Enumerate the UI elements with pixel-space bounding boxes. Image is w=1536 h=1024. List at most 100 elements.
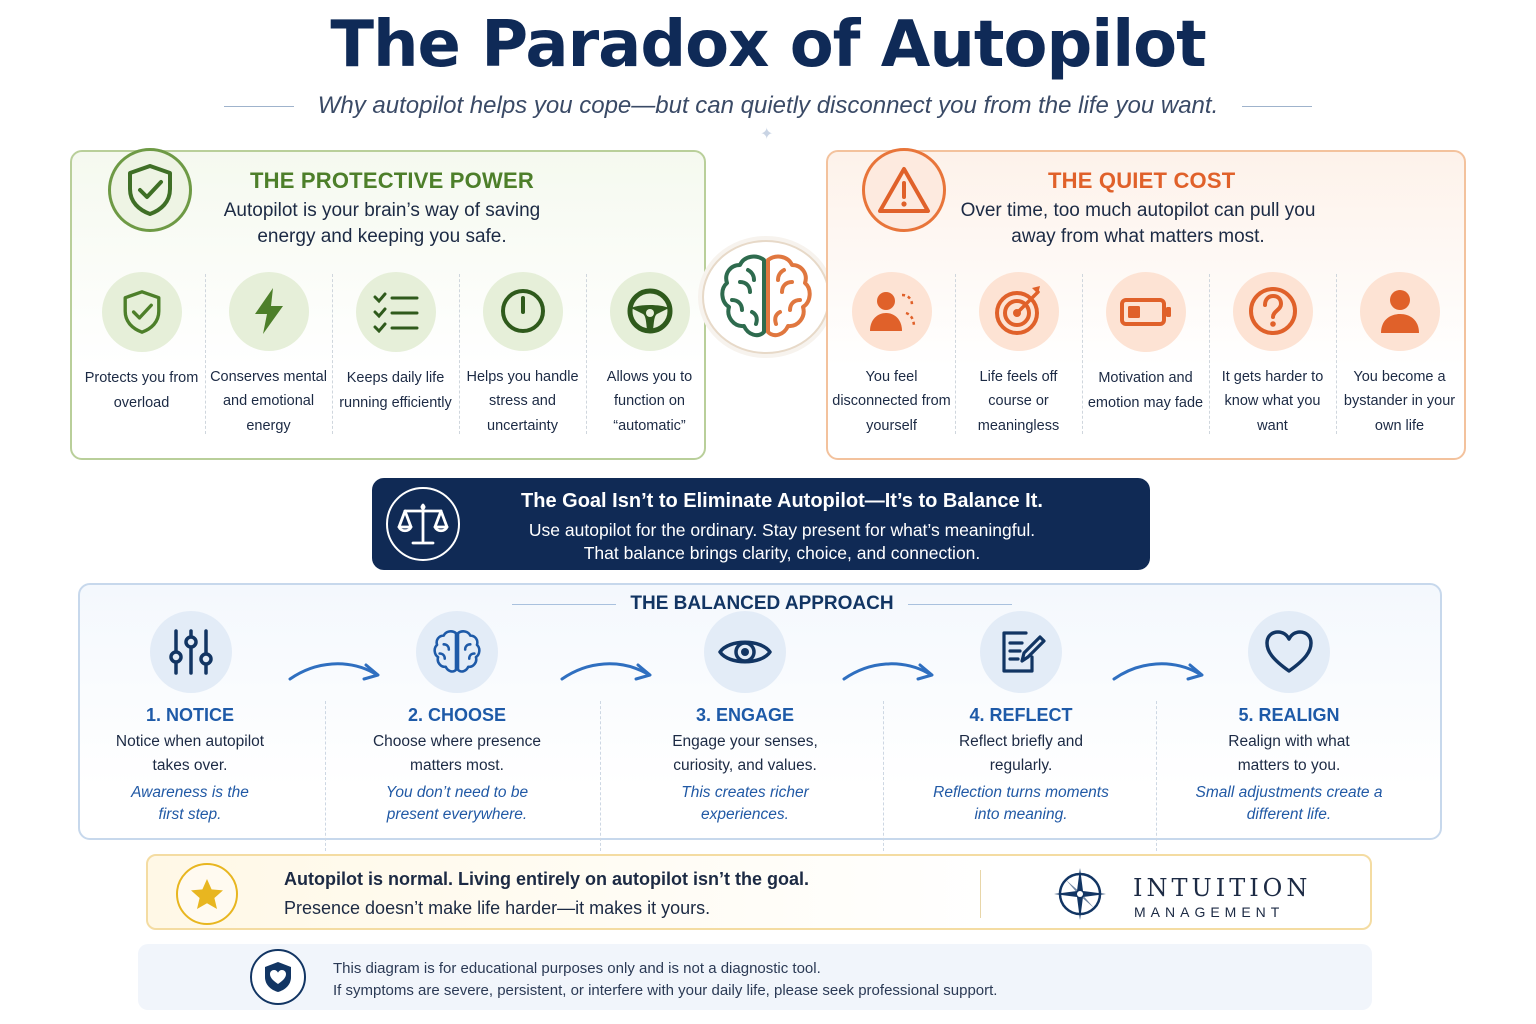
key-message-line-1: Autopilot is normal. Living entirely on … [284, 869, 810, 889]
cost-item: Life feels off course or meaningless [955, 272, 1082, 438]
lightning-icon [228, 272, 309, 351]
step-note: You don’t need to be present everywhere. [385, 784, 529, 823]
step-note: Awareness is the first step. [131, 784, 249, 823]
sparkle-icon: ✦ [760, 126, 774, 143]
disconnected-person-icon [851, 272, 932, 351]
quiet-cost-panel: THE QUIET COST Over time, too much autop… [826, 148, 1466, 460]
cost-items: You feel disconnected from yourself Life… [828, 272, 1463, 438]
item-label: Motivation and emotion may fade [1087, 370, 1204, 411]
arrow-right-icon [288, 662, 380, 681]
item-label: Keeps daily life running efficiently [339, 370, 452, 411]
sliders-icon [150, 611, 232, 693]
step-title: 5. REALIGN [1238, 705, 1340, 725]
protective-item: Conserves mental and emotional energy [205, 272, 332, 438]
cost-item: It gets harder to know what you want [1209, 272, 1336, 438]
steering-wheel-icon [609, 272, 690, 351]
item-label: Helps you handle stress and uncertainty [466, 368, 579, 434]
balanced-approach-panel: THE BALANCED APPROACH 1. NOTICE Notice w… [78, 583, 1444, 851]
checklist-icon [355, 272, 436, 352]
disclaimer-line-1: This diagram is for educational purposes… [333, 960, 821, 977]
item-label: Life feels off course or meaningless [977, 368, 1060, 434]
compass-logo-icon [1054, 868, 1106, 920]
goal-line-1: Use autopilot for the ordinary. Stay pre… [528, 520, 1036, 540]
step-divider [325, 701, 326, 851]
approach-rule-right [907, 603, 1012, 605]
item-label: Conserves mental and emotional energy [210, 368, 327, 434]
protective-item: Protects you from overload [78, 272, 205, 438]
brand-divider [980, 870, 981, 918]
page-subtitle: Why autopilot helps you cope—but can qui… [317, 92, 1219, 119]
brain-icon [416, 611, 498, 693]
step-divider [1156, 701, 1157, 851]
subtitle-rule-right [1242, 105, 1313, 107]
subtitle-row: Why autopilot helps you cope—but can qui… [0, 92, 1536, 120]
step-reflect: 4. REFLECT Reflect briefly and regularly… [902, 611, 1132, 826]
arrow-right-icon [1112, 662, 1204, 681]
step-title: 2. CHOOSE [407, 705, 507, 725]
star-icon [176, 863, 238, 925]
warning-icon [862, 148, 946, 232]
brand-subtitle: MANAGEMENT [1134, 904, 1285, 920]
item-label: Allows you to function on “automatic” [606, 368, 693, 434]
protective-item: Keeps daily life running efficiently [332, 272, 459, 438]
item-label: You become a bystander in your own life [1343, 368, 1456, 434]
key-message-line-2: Presence doesn’t make life harder—it mak… [284, 898, 711, 918]
protective-item: Allows you to function on “automatic” [586, 272, 713, 438]
disclaimer-box: This diagram is for educational purposes… [138, 944, 1372, 1010]
cost-item: Motivation and emotion may fade [1082, 272, 1209, 438]
arrow-right-icon [560, 662, 652, 681]
goal-line-2: That balance brings clarity, choice, and… [583, 543, 981, 563]
heart-icon [1248, 611, 1330, 693]
protective-power-panel: THE PROTECTIVE POWER Autopilot is your b… [70, 148, 706, 460]
step-description: Engage your senses, curiosity, and value… [672, 733, 818, 774]
step-description: Choose where presence matters most. [372, 733, 542, 774]
protective-items: Protects you from overload Conserves men… [78, 272, 713, 438]
shield-heart-icon [250, 949, 306, 1005]
key-message-box: Autopilot is normal. Living entirely on … [146, 854, 1372, 930]
step-note: Reflection turns moments into meaning. [933, 784, 1109, 823]
cost-description: Over time, too much autopilot can pull y… [960, 200, 1316, 247]
step-note: Small adjustments create a different lif… [1195, 784, 1383, 823]
cost-item: You feel disconnected from yourself [828, 272, 955, 438]
clock-icon [482, 272, 563, 351]
target-icon [978, 272, 1059, 351]
subtitle-rule-left [223, 105, 294, 107]
item-label: It gets harder to know what you want [1221, 368, 1324, 434]
approach-rule-left [512, 603, 617, 605]
approach-title: THE BALANCED APPROACH [630, 593, 894, 614]
step-realign: 5. REALIGN Realign with what matters to … [1174, 611, 1404, 826]
step-divider [883, 701, 884, 851]
step-title: 4. REFLECT [969, 705, 1073, 725]
step-notice: 1. NOTICE Notice when autopilot takes ov… [80, 611, 310, 826]
page-title: The Paradox of Autopilot [330, 8, 1206, 82]
goal-title: The Goal Isn’t to Eliminate Autopilot—It… [521, 490, 1043, 512]
protective-heading: THE PROTECTIVE POWER [250, 168, 534, 193]
low-battery-icon [1105, 272, 1186, 352]
balance-scale-icon [386, 487, 460, 561]
person-icon [1359, 272, 1440, 351]
approach-header: THE BALANCED APPROACH [80, 593, 1444, 615]
step-description: Notice when autopilot takes over. [115, 733, 265, 774]
step-note: This creates richer experiences. [681, 784, 809, 823]
disclaimer-line-2: If symptoms are severe, persistent, or i… [333, 982, 998, 999]
step-title: 1. NOTICE [145, 705, 234, 725]
step-description: Realign with what matters to you. [1228, 733, 1350, 774]
brand-name: INTUITION [1133, 874, 1312, 902]
item-label: You feel disconnected from yourself [832, 368, 951, 434]
journal-pen-icon [980, 611, 1062, 693]
cost-heading: THE QUIET COST [1048, 168, 1236, 193]
shield-check-icon [101, 272, 182, 352]
step-choose: 2. CHOOSE Choose where presence matters … [342, 611, 572, 826]
step-description: Reflect briefly and regularly. [958, 733, 1084, 774]
goal-banner: The Goal Isn’t to Eliminate Autopilot—It… [372, 478, 1150, 570]
cost-item: You become a bystander in your own life [1336, 272, 1463, 438]
step-engage: 3. ENGAGE Engage your senses, curiosity,… [628, 611, 858, 826]
protective-description: Autopilot is your brain’s way of saving … [223, 200, 541, 247]
arrow-right-icon [842, 662, 934, 681]
step-divider [600, 701, 601, 851]
item-label: Protects you from overload [84, 370, 199, 411]
question-icon [1232, 272, 1313, 351]
protective-item: Helps you handle stress and uncertainty [459, 272, 586, 438]
shield-check-icon [108, 148, 192, 232]
eye-icon [704, 611, 786, 693]
